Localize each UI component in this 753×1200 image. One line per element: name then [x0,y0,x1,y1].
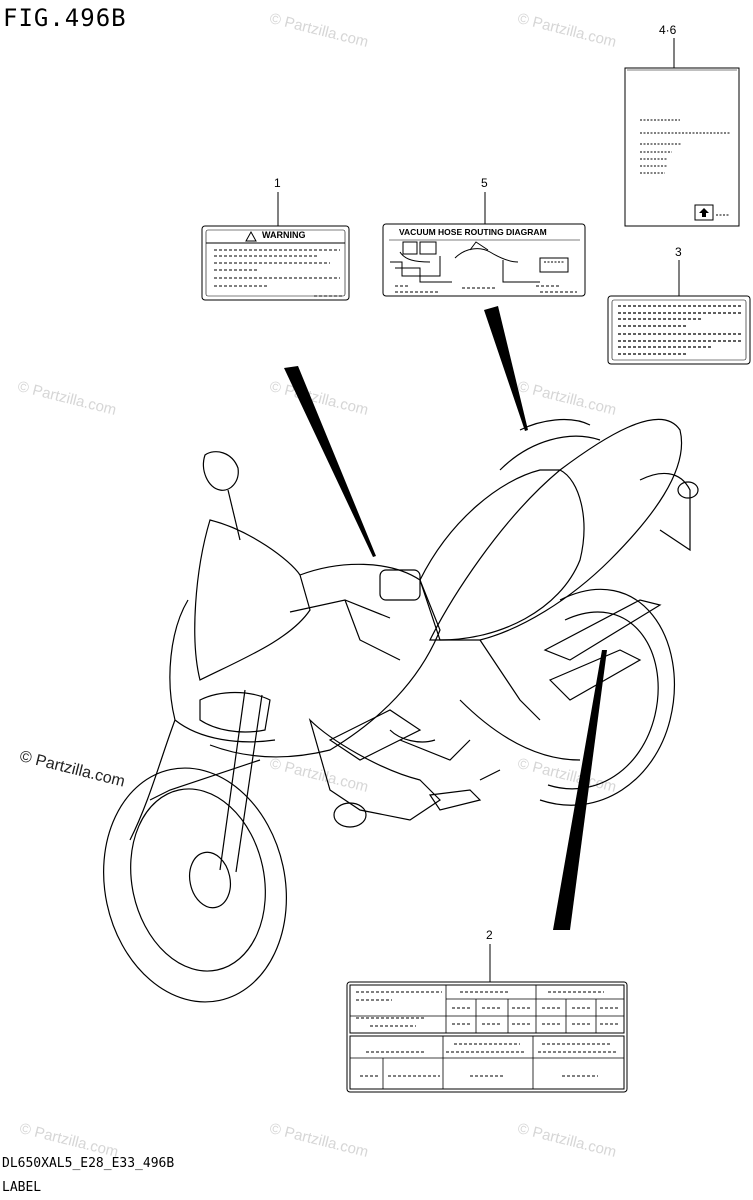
leader-lines [284,306,607,930]
motorcycle-drawing [103,418,699,1003]
vacuum-label-title: VACUUM HOSE ROUTING DIAGRAM [399,227,547,237]
callout-4-6[interactable]: 4·6 [659,23,677,37]
diagram-code: DL650XAL5_E28_E33_496B [2,1156,175,1171]
warning-label-title: WARNING [262,230,306,240]
callout-3[interactable]: 3 [675,245,682,259]
vacuum-hose-label-5[interactable] [382,192,586,297]
callout-1[interactable]: 1 [274,176,281,190]
info-label-3[interactable] [607,260,751,365]
table-label-2[interactable] [346,944,628,1093]
figure-title: FIG.496B [3,4,127,32]
manual-label-4-6[interactable] [624,38,740,227]
callout-5[interactable]: 5 [481,176,488,190]
section-label: LABEL [2,1180,42,1195]
callout-2[interactable]: 2 [486,928,493,942]
warning-triangle-icon [245,230,257,242]
warning-label-1[interactable] [201,192,350,301]
